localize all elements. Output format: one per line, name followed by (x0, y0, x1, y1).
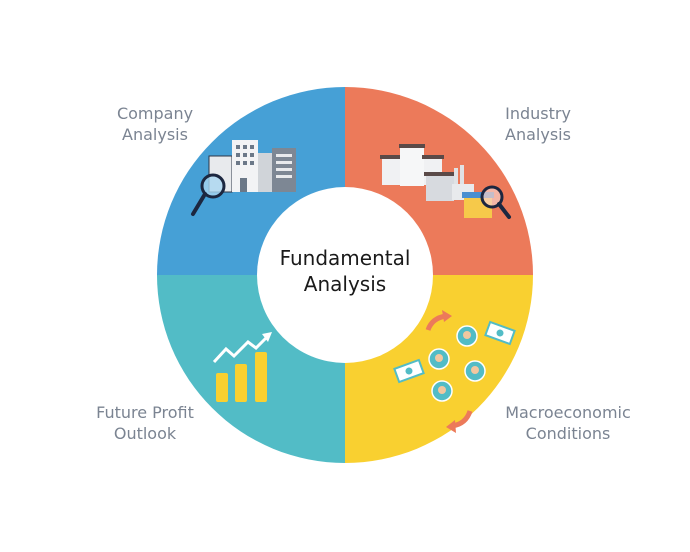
label-company-analysis: Company Analysis (95, 103, 215, 145)
label-line: Company (116, 104, 194, 123)
center-circle (257, 187, 433, 363)
label-line: Analysis (505, 125, 571, 144)
label-line: Analysis (122, 125, 188, 144)
center-title-line-2: Analysis (303, 272, 387, 296)
center-title: Fundamental Analysis (257, 245, 433, 297)
factory-magnifier-icon (380, 144, 511, 219)
label-line: Future Profit (96, 403, 194, 422)
center-title-line-1: Fundamental (279, 246, 411, 270)
growth-chart-icon (212, 332, 272, 402)
label-line: Macroeconomic (505, 403, 631, 422)
label-future-profit-outlook: Future Profit Outlook (80, 402, 210, 444)
label-macroeconomic-conditions: Macroeconomic Conditions (493, 402, 643, 444)
buildings-magnifier-icon (191, 140, 296, 216)
label-industry-analysis: Industry Analysis (478, 103, 598, 145)
label-line: Outlook (113, 424, 177, 443)
label-line: Conditions (525, 424, 611, 443)
people-money-cycle-icon (393, 310, 516, 433)
label-line: Industry (505, 104, 571, 123)
